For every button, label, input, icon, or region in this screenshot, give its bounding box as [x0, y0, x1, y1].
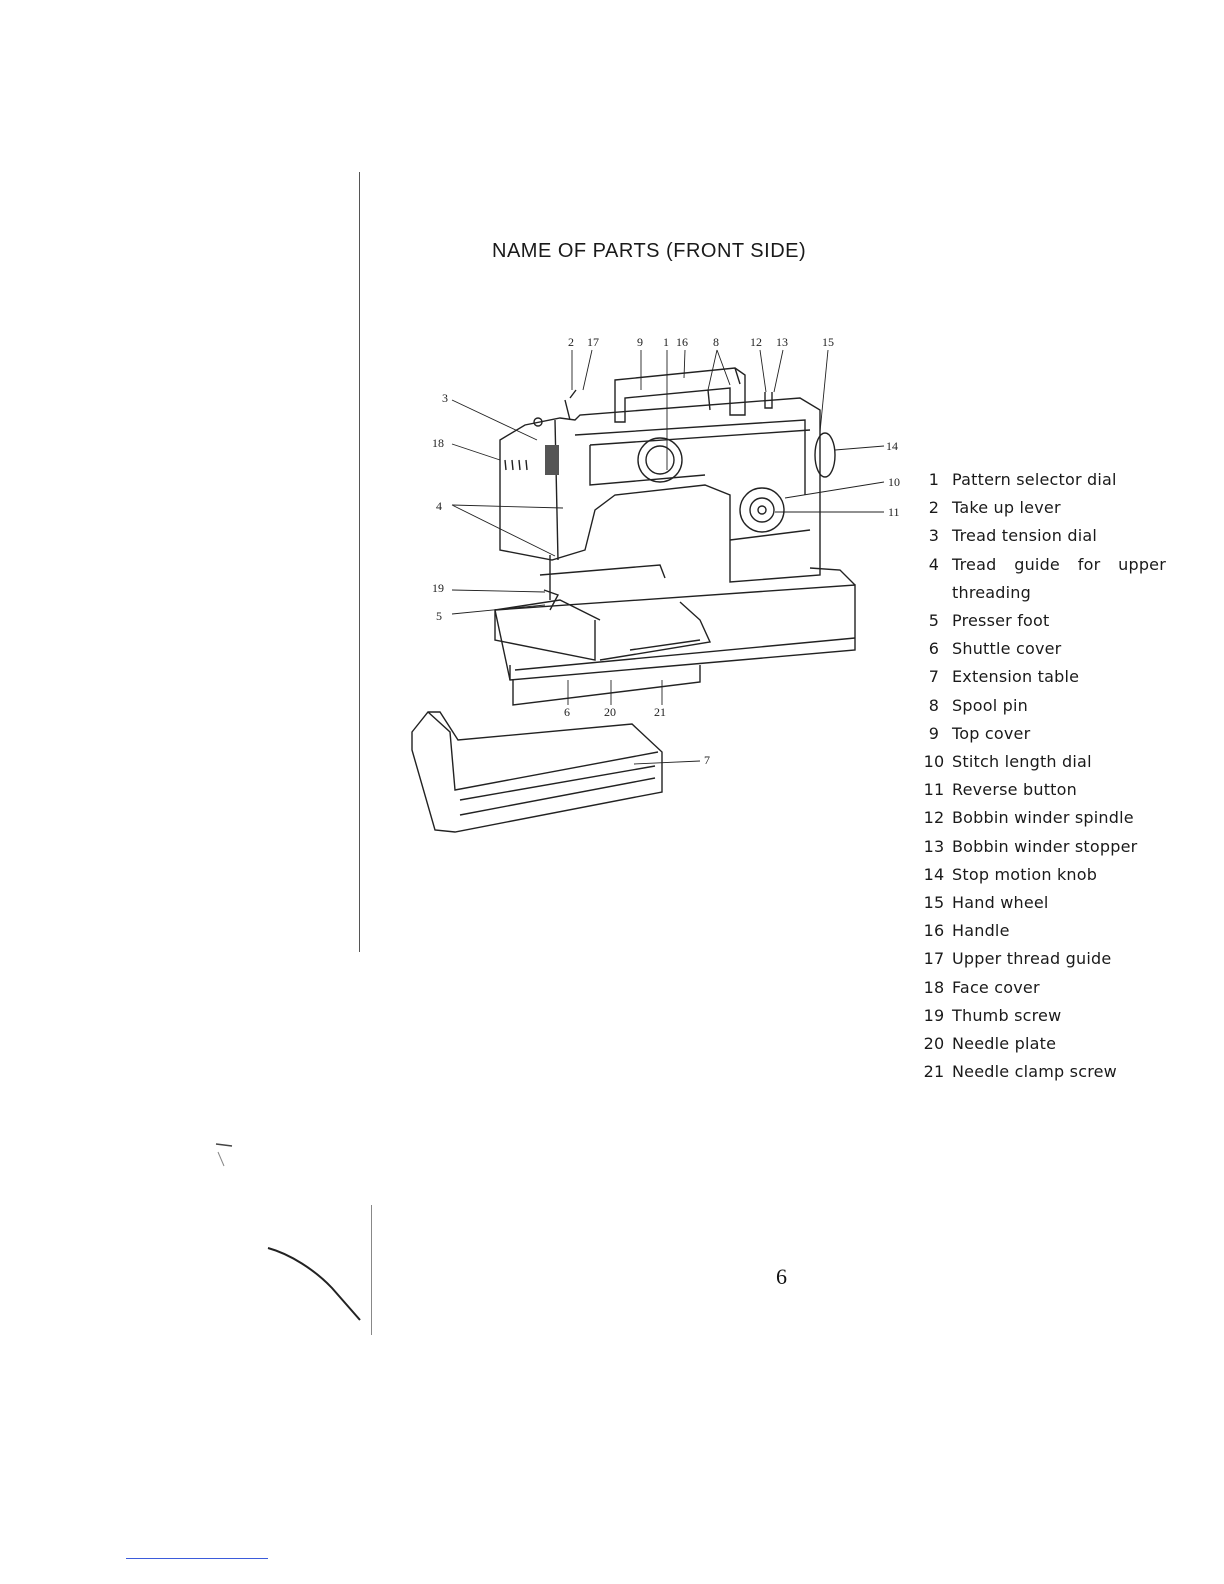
part-label: Needle plate	[952, 1034, 1057, 1054]
callout-2: 2	[568, 335, 574, 349]
page-title: NAME OF PARTS (FRONT SIDE)	[492, 240, 807, 262]
callout-6: 6	[564, 705, 570, 719]
list-item: 2 Take up lever	[916, 494, 1166, 522]
part-label: Bobbin winder spindle	[952, 808, 1134, 828]
list-item: 21 Needle clamp screw	[916, 1058, 1166, 1086]
list-item: 7 Extension table	[916, 663, 1166, 691]
callout-11: 11	[888, 505, 900, 519]
part-number: 10	[923, 752, 945, 772]
part-number: 9	[928, 723, 940, 743]
part-label: Reverse button	[952, 780, 1077, 800]
list-item: 15 Hand wheel	[916, 889, 1166, 917]
list-item: 16 Handle	[916, 917, 1166, 945]
part-number: 13	[923, 836, 945, 856]
list-item: 1 Pattern selector dial	[916, 466, 1166, 494]
list-item: 13 Bobbin winder stopper	[916, 833, 1166, 861]
scan-mark-small	[215, 1143, 233, 1167]
callout-20: 20	[604, 705, 616, 719]
left-margin-line-lower	[371, 1205, 372, 1335]
part-number: 17	[923, 949, 945, 969]
list-item: 5 Presser foot	[916, 607, 1166, 635]
callout-7: 7	[704, 753, 710, 767]
part-number: 8	[928, 695, 940, 715]
list-item: 19 Thumb screw	[916, 1002, 1166, 1030]
callout-15: 15	[822, 335, 834, 349]
part-label: Shuttle cover	[952, 639, 1062, 659]
left-margin-line	[359, 172, 360, 952]
part-label: Top cover	[952, 723, 1031, 743]
callout-3: 3	[442, 391, 448, 405]
callout-4: 4	[436, 499, 442, 513]
callout-9: 9	[637, 335, 643, 349]
part-label: Extension table	[952, 667, 1080, 687]
part-label: Thumb screw	[952, 1005, 1062, 1025]
part-label: Needle clamp screw	[952, 1062, 1117, 1082]
part-number: 11	[923, 780, 945, 800]
part-number: 15	[923, 893, 945, 913]
part-label: Handle	[952, 921, 1010, 941]
part-label: Presser foot	[952, 611, 1050, 631]
part-number: 16	[923, 921, 945, 941]
part-label: Face cover	[952, 977, 1040, 997]
part-number: 21	[923, 1062, 945, 1082]
list-item: 11 Reverse button	[916, 776, 1166, 804]
list-item: 18 Face cover	[916, 974, 1166, 1002]
part-label: Stop motion knob	[952, 864, 1098, 884]
callout-18: 18	[432, 436, 444, 450]
list-item: 6 Shuttle cover	[916, 635, 1166, 663]
callout-13: 13	[776, 335, 788, 349]
part-number: 7	[928, 667, 940, 687]
sewing-machine-diagram: 2 17 9 1 16 8 12 13 15 3 18 4 19 5 14 10…	[411, 335, 900, 833]
extension-table-drawing	[411, 711, 663, 833]
part-label: Hand wheel	[952, 893, 1049, 913]
part-number: 18	[923, 977, 945, 997]
part-number: 14	[923, 864, 945, 884]
part-label: Take up lever	[952, 498, 1061, 518]
list-item: 12 Bobbin winder spindle	[916, 804, 1166, 832]
part-label: Pattern selector dial	[952, 470, 1117, 489]
part-number: 19	[923, 1005, 945, 1025]
part-number: 5	[928, 611, 940, 631]
list-item: 9 Top cover	[916, 720, 1166, 748]
callout-labels: 2 17 9 1 16 8 12 13 15 3 18 4 19 5 14 10…	[432, 335, 900, 767]
list-item: 3 Tread tension dial	[916, 522, 1166, 550]
part-number: 20	[923, 1034, 945, 1054]
callout-16: 16	[676, 335, 688, 349]
part-label: Spool pin	[952, 695, 1028, 715]
list-item: 14 Stop motion knob	[916, 861, 1166, 889]
list-item: 17 Upper thread guide	[916, 945, 1166, 973]
list-item: 4 Tread guide for upper threading	[916, 551, 1166, 607]
part-label: Upper thread guide	[952, 949, 1112, 969]
callout-10: 10	[888, 475, 900, 489]
part-number: 2	[928, 498, 940, 518]
part-number: 3	[928, 526, 940, 546]
leader-lines	[451, 349, 885, 765]
part-number: 12	[923, 808, 945, 828]
callout-14: 14	[886, 439, 898, 453]
footer-rule	[126, 1558, 268, 1559]
callout-19: 19	[432, 581, 444, 595]
machine-drawing	[494, 367, 856, 706]
callout-12: 12	[750, 335, 762, 349]
callout-1: 1	[663, 335, 669, 349]
list-item: 8 Spool pin	[916, 692, 1166, 720]
callout-5: 5	[436, 609, 442, 623]
scan-mark-stroke	[267, 1247, 361, 1321]
part-number: 1	[928, 470, 940, 489]
callout-8: 8	[713, 335, 719, 349]
part-label: Tread guide for upper threading	[952, 554, 1166, 602]
part-number: 4	[928, 554, 940, 574]
part-label: Bobbin winder stopper	[952, 836, 1138, 856]
callout-21: 21	[654, 705, 666, 719]
callout-17: 17	[587, 335, 599, 349]
list-item: 20 Needle plate	[916, 1030, 1166, 1058]
part-label: Tread tension dial	[952, 526, 1098, 546]
page-number: 6	[776, 1264, 787, 1289]
part-number: 6	[928, 639, 940, 659]
list-item: 10 Stitch length dial	[916, 748, 1166, 776]
part-label: Stitch length dial	[952, 752, 1092, 772]
